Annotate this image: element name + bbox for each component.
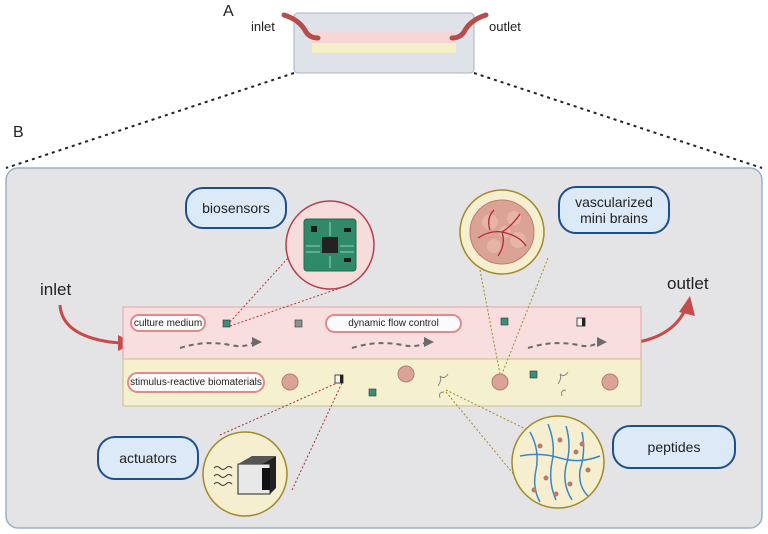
biosensor-callout-circle xyxy=(285,200,375,290)
actuators-callout: actuators xyxy=(97,436,199,480)
peptides-callout: peptides xyxy=(612,425,736,469)
biosensors-callout: biosensors xyxy=(185,187,287,229)
flow-inlet-label: inlet xyxy=(40,280,72,299)
culture-medium-label: culture medium xyxy=(133,317,203,329)
peptide-connector-1 xyxy=(445,389,549,441)
stimulus-reactive-tag: stimulus-reactive biomaterials xyxy=(127,372,265,393)
sensor-chip xyxy=(529,370,538,379)
sensor-chips xyxy=(222,317,538,397)
flow-arrows xyxy=(179,342,598,349)
peptide-squiggle xyxy=(557,371,569,397)
actuator-callout-circle xyxy=(202,431,288,517)
vascularized-label: vascularized xyxy=(575,194,653,210)
peptide-squiggle xyxy=(437,373,449,399)
chip-outlet-tube xyxy=(449,12,489,41)
actuators-label: actuators xyxy=(119,450,177,466)
chip-medium-layer xyxy=(312,32,456,43)
mini-brain-callout-circle xyxy=(459,189,545,275)
outlet-arrowhead xyxy=(679,296,695,316)
chip-outlet-label: outlet xyxy=(489,19,521,34)
actuator-connector-1 xyxy=(219,382,338,436)
mini-brains xyxy=(281,365,619,391)
zoom-line-right xyxy=(473,72,763,169)
panel-b-label: B xyxy=(13,124,24,141)
actuator-cube-side xyxy=(262,456,276,494)
flow-arrowhead-2 xyxy=(424,337,434,347)
stimulus-reactive-label: stimulus-reactive biomaterials xyxy=(130,377,262,388)
sensor-chip xyxy=(368,388,377,397)
chip-hydrogel-layer xyxy=(312,43,456,53)
biosensors-label: biosensors xyxy=(202,200,270,216)
sensor-chip xyxy=(500,317,509,326)
peptide-fibers xyxy=(519,423,601,503)
sensor-chip xyxy=(294,319,303,328)
connector-lines xyxy=(219,257,549,491)
brain-connector-1 xyxy=(479,269,501,375)
peptide-callout-circle xyxy=(511,415,605,509)
flow-arrowhead-3 xyxy=(597,337,607,347)
flow-arrow-2 xyxy=(351,342,425,349)
zoom-line-left xyxy=(5,72,295,169)
chip-inlet-tube xyxy=(281,12,321,41)
flow-arrowhead-1 xyxy=(252,337,262,347)
sensor-chip xyxy=(222,319,231,328)
mini-brain xyxy=(601,373,619,391)
panel-a-label: A xyxy=(223,3,234,20)
actuator-cube-top xyxy=(238,456,276,464)
mini-brain xyxy=(397,365,415,383)
inlet-arrow xyxy=(58,304,121,345)
peptide-connector-2 xyxy=(445,391,521,483)
mini-brains-label: mini brains xyxy=(580,210,648,226)
actuator-cube xyxy=(334,374,344,384)
flow-arrow-1 xyxy=(179,342,253,349)
peptides-label: peptides xyxy=(647,439,701,455)
brain-connector-2 xyxy=(501,257,549,375)
flow-outlet-label: outlet xyxy=(667,274,709,293)
chip-overview xyxy=(5,12,763,169)
hydrogel-channel xyxy=(122,358,642,407)
dynamic-flow-control-label: dynamic flow control xyxy=(348,318,439,329)
blood-vessels xyxy=(477,209,527,257)
actuator-cube xyxy=(576,317,586,327)
flow-arrow-3 xyxy=(527,342,598,349)
peptide-squiggles xyxy=(437,371,569,399)
mini-brain xyxy=(281,373,299,391)
dynamic-flow-control-tag: dynamic flow control xyxy=(325,314,462,333)
peptide-dots xyxy=(531,437,591,497)
biosensor-connector-2 xyxy=(229,283,353,327)
pcb-chip xyxy=(322,237,338,253)
chip-inlet-label: inlet xyxy=(251,19,275,34)
mini-brain xyxy=(491,373,509,391)
culture-medium-tag: culture medium xyxy=(130,314,206,332)
vibration-lines xyxy=(213,466,233,486)
vascularized-mini-brains-callout: vascularized mini brains xyxy=(558,186,670,234)
